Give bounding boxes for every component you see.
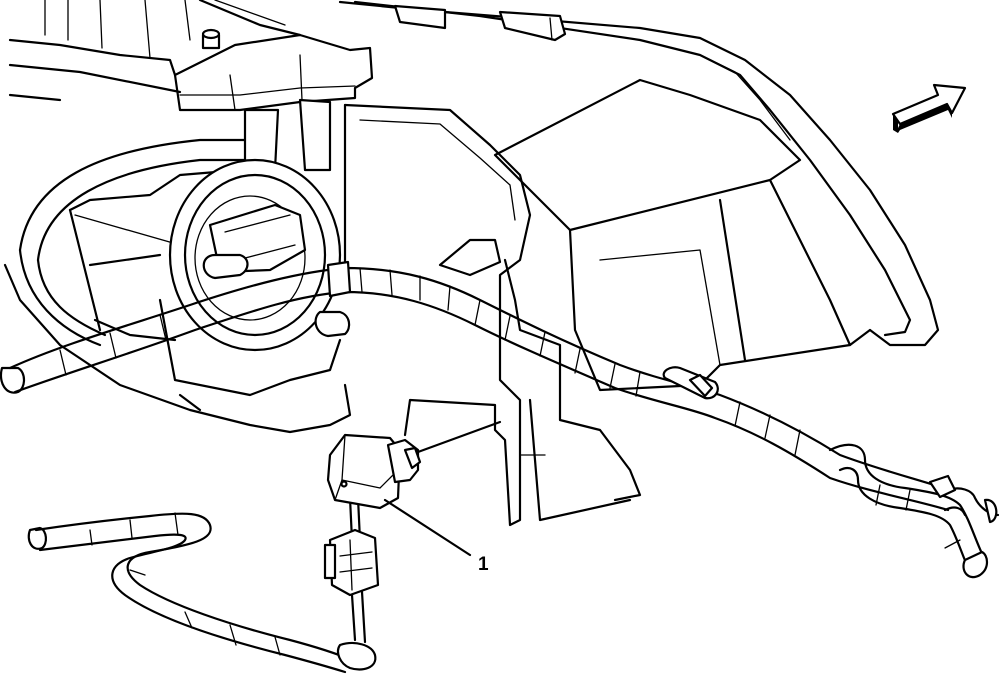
lower-harness: [27, 512, 377, 674]
headlamp-housing-outline: [338, 0, 940, 347]
upper-bracket: [173, 33, 374, 172]
sensor-pigtail: [323, 496, 380, 644]
lamp-rear-body: [493, 78, 872, 502]
component-1-module: [326, 420, 502, 510]
harness-branches: [828, 443, 1000, 579]
headlamp-wiring-harness: [0, 260, 952, 512]
bulb-socket: [168, 158, 342, 352]
reflector-bowl: [3, 138, 352, 434]
callout-1: 1: [383, 498, 489, 575]
mounting-panel: [343, 103, 632, 527]
front-direction-arrow-icon: [891, 83, 967, 133]
radiator-support: [8, 0, 302, 102]
callout-1-label: 1: [478, 554, 489, 575]
